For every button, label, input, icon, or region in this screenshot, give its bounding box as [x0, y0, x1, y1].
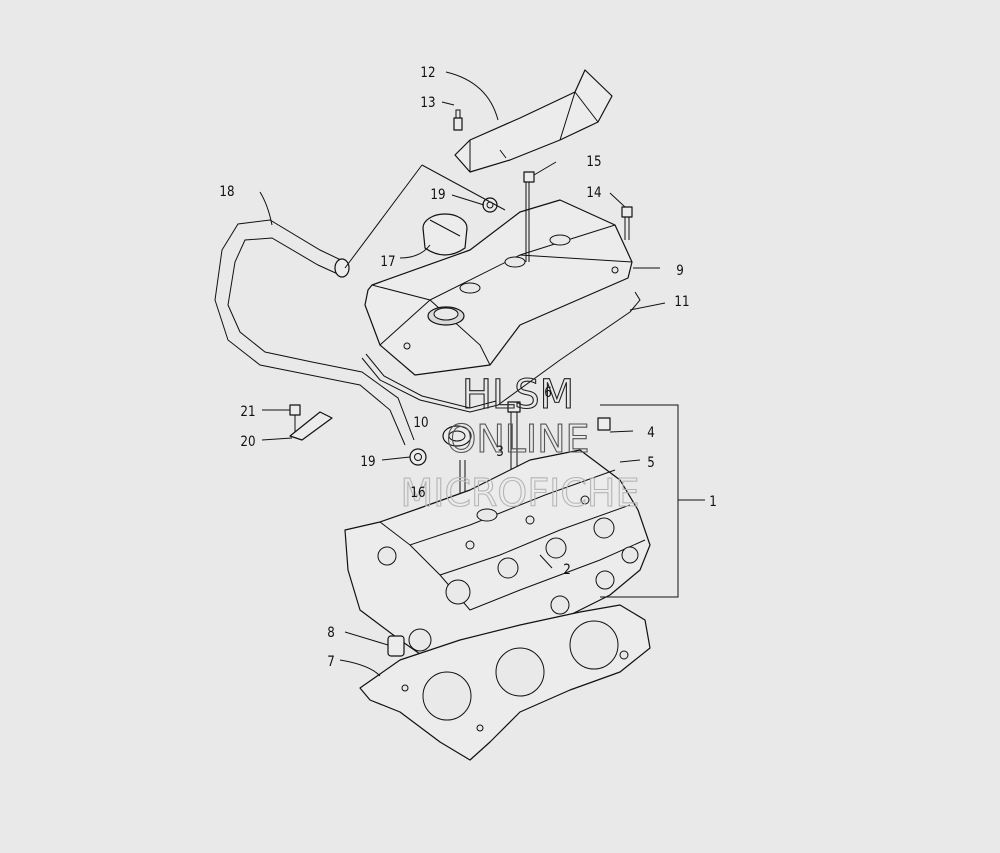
callout-7: 7: [327, 654, 335, 670]
part-12-cover: [454, 69, 613, 173]
part-13-bolt: [453, 109, 463, 131]
part-15-bolt: [523, 171, 535, 262]
callout-15: 15: [586, 154, 601, 170]
part-20-bracket: [289, 411, 333, 441]
part-4-plug: [597, 417, 611, 431]
watermark-line-3: MICROFICHE: [400, 471, 639, 515]
callout-6: 6: [544, 385, 552, 401]
callout-2: 2: [563, 562, 571, 578]
callout-18: 18: [219, 184, 234, 200]
callout-8: 8: [327, 625, 335, 641]
callout-19-upper: 19: [430, 187, 445, 203]
watermark-line-2: ONLINE: [446, 417, 589, 461]
callout-14: 14: [586, 185, 601, 201]
part-17-oil-cap: [422, 213, 468, 256]
part-8-dowel: [387, 635, 405, 657]
callout-11: 11: [674, 294, 689, 310]
leader-lines: [259, 71, 705, 677]
callout-10: 10: [413, 415, 428, 431]
callout-13: 13: [420, 95, 435, 111]
part-10-seal: [442, 425, 472, 447]
part-2-cylinder-head: [344, 449, 651, 691]
part-19-clamp-lower: [409, 448, 427, 466]
callout-3: 3: [496, 444, 504, 460]
callout-5: 5: [647, 455, 655, 471]
part-11-gasket: [361, 291, 641, 413]
callout-1: 1: [709, 494, 717, 510]
part-7-head-gasket: [359, 604, 651, 761]
callout-9: 9: [676, 263, 684, 279]
callout-16: 16: [410, 485, 425, 501]
callout-4: 4: [647, 425, 655, 441]
callout-20: 20: [240, 434, 255, 450]
watermark: HLSM ONLINE MICROFICHE: [400, 371, 640, 515]
callouts: 1 2 3 4 5 6 7 8 9 10 11 12 13 14 15 16 1…: [219, 65, 716, 670]
part-9-valve-cover: [364, 199, 633, 376]
callout-17: 17: [380, 254, 395, 270]
callout-19-lower: 19: [360, 454, 375, 470]
part-14-bolt: [621, 206, 633, 240]
part-18-hose: [214, 219, 415, 446]
callout-21: 21: [240, 404, 255, 420]
callout-12: 12: [420, 65, 435, 81]
watermark-line-1: HLSM: [462, 372, 574, 418]
gasket-inner-edge: [365, 353, 497, 409]
